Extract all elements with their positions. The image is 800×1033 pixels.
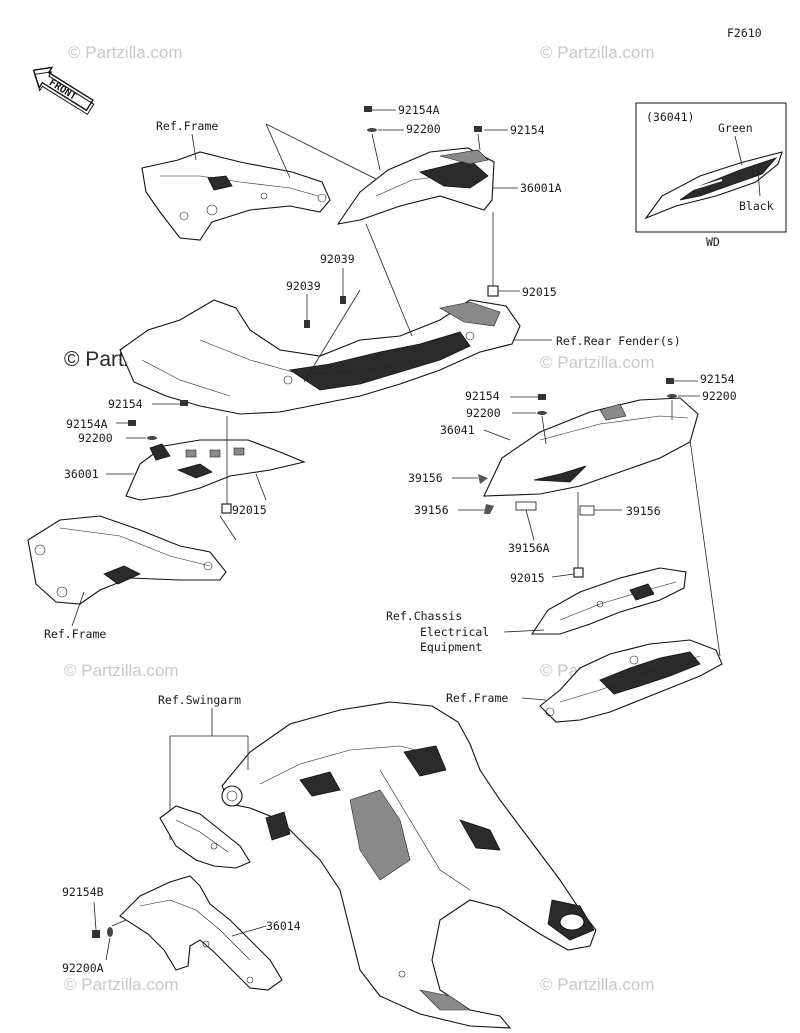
part-92015-mid: 92015 [510,571,545,585]
part-39156-b: 39156 [414,503,449,517]
part-92200A: 92200A [62,961,104,975]
part-92154: 92154 [510,123,545,137]
part-92200-left: 92200 [78,431,113,445]
part-92039-b: 92039 [286,279,321,293]
ref-swingarm-label: Ref.Swingarm [158,693,241,707]
part-92200-right: 92200 [702,389,737,403]
chassis-electrical-tray: Ref.Chassis Electrical Equipment [386,567,687,654]
part-36041: 36041 [440,423,475,437]
part-92039-a: 92039 [320,252,355,266]
part-92200: 92200 [406,122,441,136]
ref-frame-left-label: Ref.Frame [44,627,106,641]
ref-rear-fender-label: Ref.Rear Fender(s) [556,334,681,348]
part-92154A: 92154A [398,103,440,117]
cowl-36001: 92154 92154A 92200 36001 92015 [64,397,306,541]
ref-chassis-label-1: Ref.Chassis [386,609,462,623]
part-39156-c: 39156 [626,504,661,518]
inset-part-ref: (36041) [646,110,694,124]
inset-variant: WD [706,235,720,249]
frame-upper-part: Ref.Frame [141,119,391,241]
watermark: © Partzilla.com [68,43,183,62]
rear-fender-assembly: 92039 92039 92015 Ref.Rear Fender(s) [119,212,681,415]
ref-frame-top-label: Ref.Frame [156,119,218,133]
part-39156-a: 39156 [408,471,443,485]
inset-color-green: Green [718,121,753,135]
part-39156A: 39156A [508,541,550,555]
chain-cover-36014: 92154B 36014 92200A [62,875,301,991]
ref-frame-right-label: Ref.Frame [446,691,508,705]
part-36001A: 36001A [520,181,562,195]
chain-guard-upper [159,805,251,869]
part-36001: 36001 [64,467,99,481]
ref-chassis-label-3: Equipment [420,640,482,654]
part-92154A-left: 92154A [66,417,108,431]
front-arrow-icon: FRONT [32,66,95,116]
cowl-36001A: 92154A 92200 92154 36001A [336,103,562,225]
part-92200-mid: 92200 [466,406,501,420]
part-92154-mid: 92154 [465,389,500,403]
watermark: © Partzilla.com [540,353,655,372]
part-36014: 36014 [266,919,301,933]
watermark: © Partzilla.com [540,43,655,62]
ref-chassis-label-2: Electrical [420,625,489,639]
part-92015-left: 92015 [232,503,267,517]
frame-left-lower: Ref.Frame [27,515,227,641]
frame-right-lower: Ref.Frame [446,639,723,723]
swingarm: Ref.Swingarm [158,693,597,1029]
watermark: © Partzilla.com [64,661,179,680]
part-92154B: 92154B [62,885,104,899]
seat-cowl-36041: 92154 92200 92154 92200 36041 39156 3915… [408,372,737,657]
part-92154-left: 92154 [108,397,143,411]
figure-code: F2610 [727,26,762,40]
inset-panel: (36041) Green Black WD [635,102,787,249]
part-92154-right: 92154 [700,372,735,386]
watermark: © Partzilla.com [540,975,655,994]
part-92015-top: 92015 [522,285,557,299]
watermark: © Partzilla.com [64,975,179,994]
inset-color-black: Black [739,199,774,213]
